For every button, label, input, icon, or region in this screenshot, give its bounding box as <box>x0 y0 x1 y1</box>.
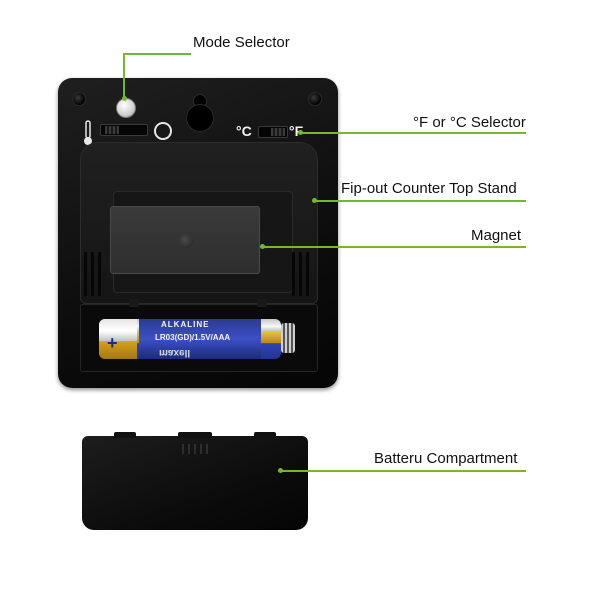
unit-selector-leader <box>300 132 526 134</box>
vent-left <box>84 252 106 296</box>
circle-mode-icon <box>154 122 172 140</box>
battery-spec: LR03(GD)/1.5V/AAA <box>155 333 231 342</box>
cover-grip <box>178 444 212 454</box>
magnet-plate <box>110 206 260 274</box>
wall-hanging-keyhole <box>186 94 214 134</box>
battery-compartment-leader <box>280 470 526 472</box>
screw-hole-left <box>72 92 86 106</box>
magnet-label: Magnet <box>471 227 522 244</box>
plus-icon: + <box>107 333 118 353</box>
mode-switch-thumb[interactable] <box>105 126 119 134</box>
battery-spring <box>281 323 295 353</box>
mode-selector-leader-v <box>123 53 125 97</box>
battery-brand-bottom: maxell <box>159 347 191 358</box>
battery-compartment-label: Batteru Compartment <box>374 450 518 467</box>
screw-hole-right <box>308 92 322 106</box>
battery-bay: + ALKALINE LR03(GD)/1.5V/AAA maxell <box>80 299 318 372</box>
magnet-center-dot <box>179 234 193 248</box>
mode-selector-leader-h <box>123 53 191 55</box>
mode-selector-button[interactable] <box>116 98 136 118</box>
celsius-label: °C <box>236 123 252 139</box>
mode-switch-slot <box>100 124 148 136</box>
vent-right <box>292 252 314 296</box>
battery-cover[interactable] <box>82 432 308 530</box>
unit-switch-thumb[interactable] <box>271 128 285 136</box>
aaa-battery: + ALKALINE LR03(GD)/1.5V/AAA maxell <box>99 319 281 359</box>
battery-brand-top: ALKALINE <box>161 320 210 329</box>
unit-selector-label: °F or °C Selector <box>413 114 526 131</box>
thermometer-device-back: °C °F + ALKALINE LR03(GD)/1.5V/AAA maxel <box>58 78 338 388</box>
magnet-leader <box>262 246 526 248</box>
stand-label: Fip-out Counter Top Stand <box>341 180 517 197</box>
stand-leader <box>314 200 526 202</box>
unit-switch-slot <box>258 126 288 138</box>
mode-selector-label: Mode Selector <box>193 34 290 51</box>
